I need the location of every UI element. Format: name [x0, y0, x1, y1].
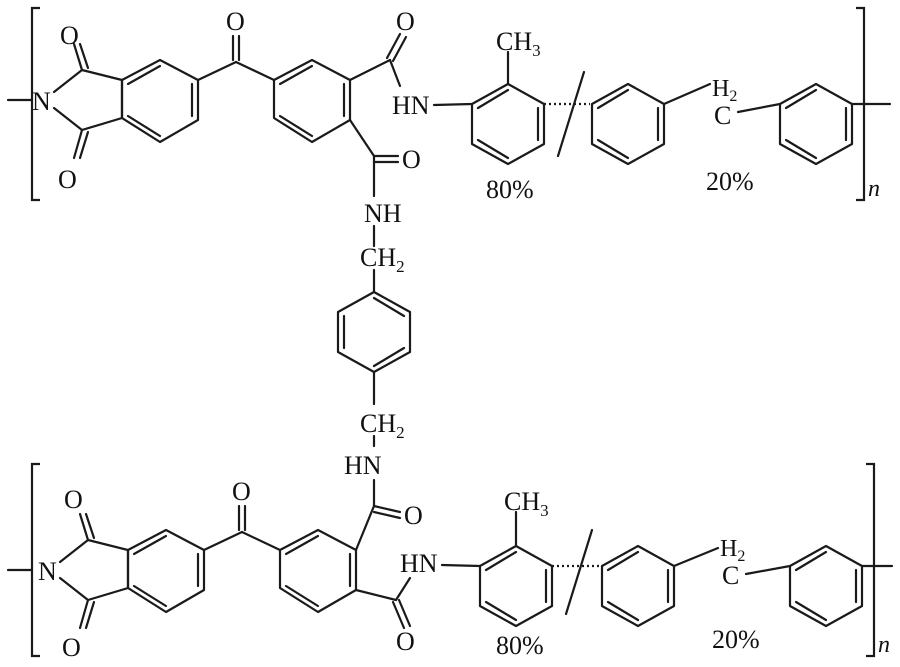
top-imide-o-2: O: [58, 165, 77, 194]
bottom-amide-hn-top: HN: [344, 451, 382, 480]
bottom-amide-o-1: O: [404, 501, 423, 530]
bottom-bridge-h2: H2: [720, 536, 745, 565]
bottom-left-bracket: [30, 462, 40, 658]
top-bridge-c: C: [714, 101, 731, 130]
bottom-imide-n: N: [38, 557, 57, 586]
bottom-ketone-o: O: [232, 477, 251, 506]
bottom-amide-hn: HN: [400, 549, 438, 578]
bottom-imide-o-1: O: [64, 485, 83, 514]
bottom-repeat-unit: n N O O O HN O O HN: [6, 451, 894, 662]
bottom-pct-80: 80%: [496, 631, 544, 660]
top-methyl: CH3: [496, 27, 541, 60]
bottom-right-bracket: [866, 462, 876, 658]
bottom-bridge-c: C: [722, 561, 739, 590]
top-imide-o-1: O: [60, 21, 79, 50]
top-copolymer-divider: [556, 70, 586, 158]
top-ketone-o: O: [226, 7, 245, 36]
top-n-label: n: [868, 176, 880, 202]
bottom-imide-o-2: O: [62, 633, 81, 662]
top-repeat-unit: n N O O O O HN: [6, 6, 892, 248]
top-amide-o-2: O: [402, 145, 421, 174]
crosslink-ch2-top: CH2: [360, 243, 405, 276]
top-bridge-h2: H2: [712, 76, 737, 105]
bottom-amide-o-2: O: [396, 627, 415, 656]
top-left-bracket: [30, 6, 40, 202]
bottom-n-label: n: [878, 632, 890, 658]
bottom-methyl: CH3: [504, 487, 549, 520]
top-amide-hn: HN: [392, 91, 430, 120]
top-imide-n: N: [32, 87, 51, 116]
crosslink: CH2 CH2: [336, 243, 412, 448]
top-pct-80: 80%: [486, 175, 534, 204]
top-amide-nh: NH: [364, 199, 402, 228]
top-pct-20: 20%: [706, 167, 754, 196]
bottom-copolymer-divider: [564, 528, 594, 616]
top-amide-o-1: O: [396, 7, 415, 36]
bottom-pct-20: 20%: [712, 625, 760, 654]
crosslink-ch2-bottom: CH2: [360, 409, 405, 442]
